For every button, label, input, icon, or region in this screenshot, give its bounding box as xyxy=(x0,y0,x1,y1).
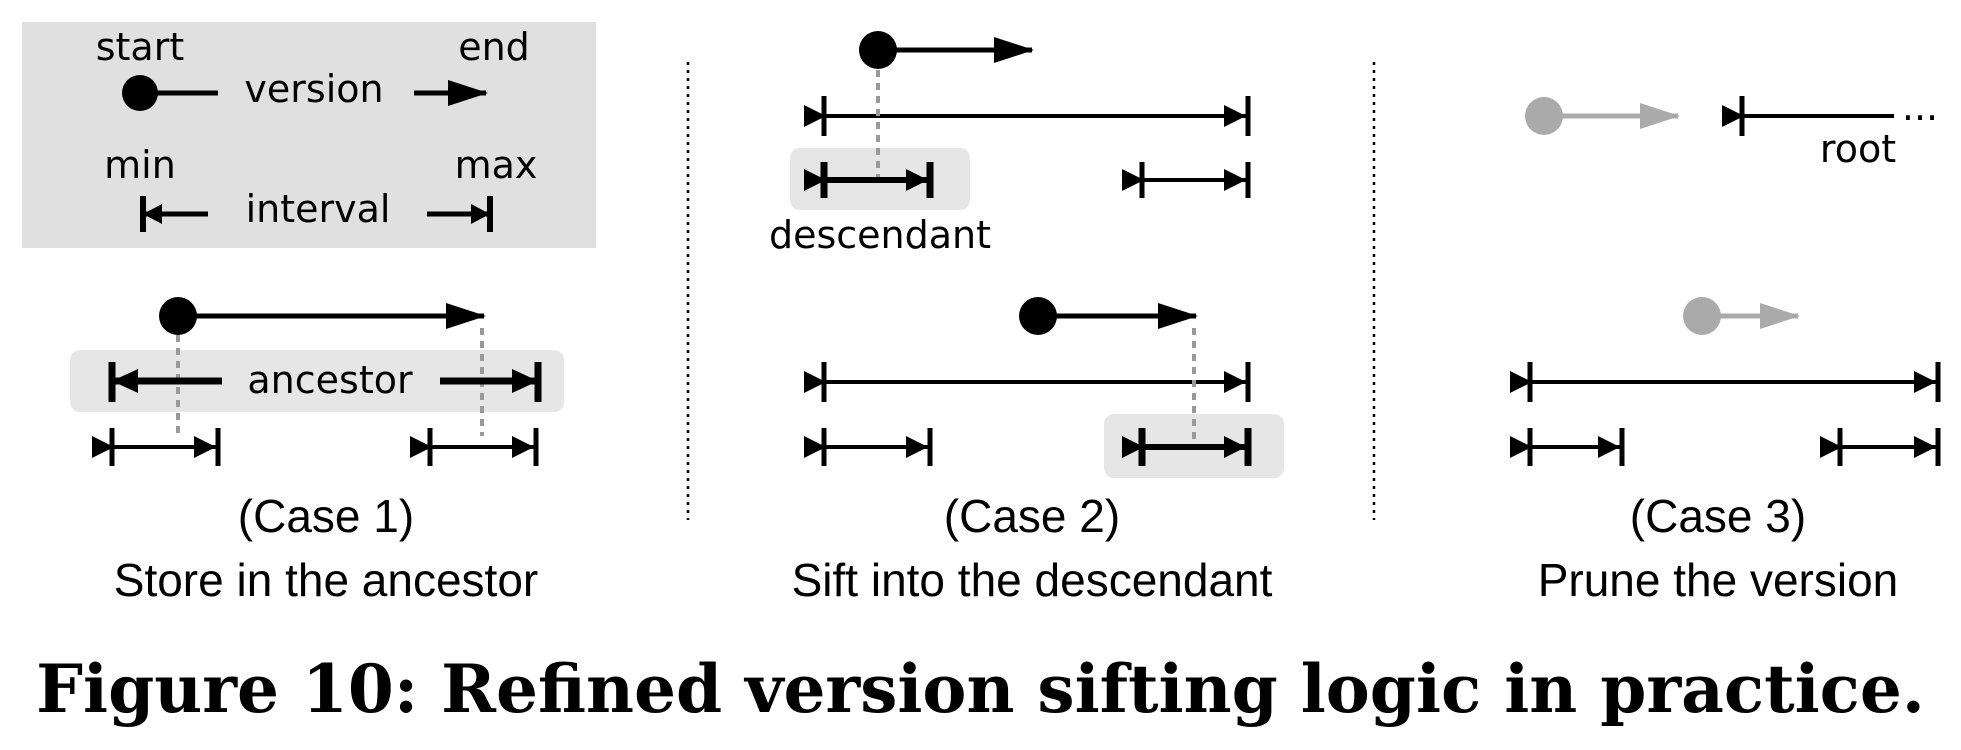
ancestor-label: ancestor xyxy=(247,358,413,402)
legend-end-label: end xyxy=(458,25,530,69)
child-interval-right xyxy=(1820,428,1941,466)
case-1: ancestor (Case 1) Store in the ancestor xyxy=(70,297,564,606)
child-interval-right xyxy=(1122,162,1251,198)
pruned-version-dot-icon xyxy=(1683,297,1721,335)
case-1-title: (Case 1) xyxy=(238,490,414,542)
legend-box xyxy=(22,22,596,248)
version-dot-icon xyxy=(859,31,897,69)
case-3-subtitle: Prune the version xyxy=(1538,554,1899,606)
case-2-title: (Case 2) xyxy=(944,490,1120,542)
legend-max-label: max xyxy=(455,143,538,187)
interval-bracket-icon xyxy=(140,196,208,232)
legend-min-label: min xyxy=(104,143,176,187)
legend-start-label: start xyxy=(96,25,185,69)
parent-interval xyxy=(1510,362,1941,402)
version-dot-icon xyxy=(159,297,197,335)
legend-interval-label: interval xyxy=(246,187,391,231)
case-2-subtitle: Sift into the descendant xyxy=(792,554,1273,606)
descendant-interval xyxy=(804,162,934,198)
version-dot-icon xyxy=(1019,297,1057,335)
interval-bracket-icon xyxy=(427,196,493,232)
case-3: ... root (Case 3) Prune the version xyxy=(1510,85,1941,606)
descendant-label: descendant xyxy=(769,213,991,257)
child-interval-left xyxy=(804,428,933,466)
child-interval-left xyxy=(1510,428,1625,466)
case-3-title: (Case 3) xyxy=(1630,490,1806,542)
root-ellipsis: ... xyxy=(1902,85,1938,129)
case-2: descendant (Case 2) Sift into the descen… xyxy=(769,31,1284,606)
legend-version-label: version xyxy=(244,67,383,111)
pruned-version-dot-icon xyxy=(1525,97,1563,135)
descendant-interval xyxy=(1122,428,1252,466)
legend: start end version min max interval xyxy=(22,22,596,248)
parent-interval xyxy=(804,96,1251,136)
figure-caption: Figure 10: Refined version sifting logic… xyxy=(36,650,1925,728)
case-1-subtitle: Store in the ancestor xyxy=(114,554,538,606)
ancestor-highlight-box xyxy=(70,350,564,412)
child-interval-right xyxy=(410,428,539,466)
root-interval xyxy=(1722,96,1894,136)
root-label: root xyxy=(1820,127,1896,171)
parent-interval xyxy=(804,362,1251,402)
ancestor-interval xyxy=(108,362,542,402)
child-interval-left xyxy=(92,428,221,466)
